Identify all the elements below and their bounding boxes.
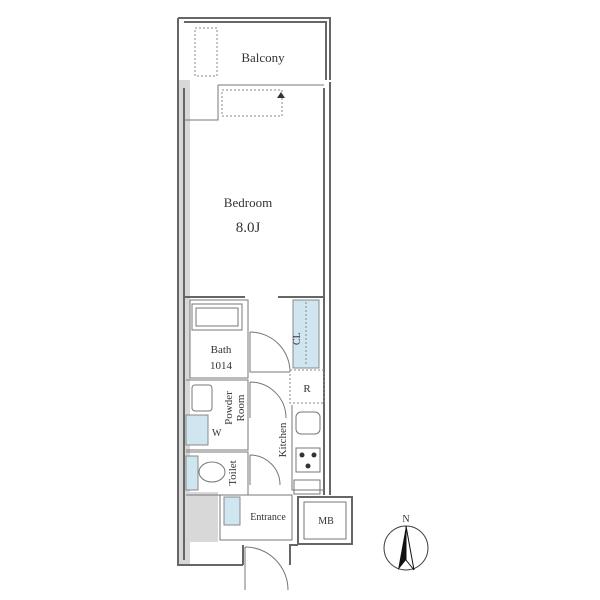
meter-box-label: MB [318,516,334,527]
balcony-label: Balcony [241,50,285,65]
powder-door-swing [249,381,287,419]
balcony-rail [184,21,327,80]
toilet-tank [185,455,199,491]
toilet-bowl [198,461,226,483]
powder-room-label-1: Powder [223,391,235,425]
inner-walls [183,82,331,560]
toilet-door-swing [249,454,281,486]
outer-wall [177,17,331,566]
balcony: Balcony [184,27,324,121]
shoe-cabinet [223,496,241,526]
entrance-door-swing [244,546,289,591]
bedroom-size: 8.0J [236,220,261,236]
refrigerator-space [289,369,325,404]
bathtub [191,303,243,331]
north-label: N [402,514,409,525]
kitchen-label: Kitchen [277,422,289,457]
toilet-label: Toilet [227,460,239,486]
refrigerator-label: R [303,383,311,395]
bath-label: Bath [211,344,232,356]
bath-size: 1014 [210,360,233,372]
sink [191,384,213,412]
entrance-label: Entrance [250,512,286,523]
north-compass-icon: N [383,514,429,571]
kitchen-sink [295,411,321,435]
stove [295,447,321,473]
bedroom-label: Bedroom [224,195,272,210]
closet-label: CL [292,332,303,345]
washer-space [185,414,209,446]
kitchen-cabinet [293,479,321,495]
meter-box [297,496,353,545]
bath-door-swing [249,331,291,373]
window-marker-icon [277,92,285,98]
powder-room-label-2: Room [235,394,247,421]
washer-label: W [212,428,222,439]
